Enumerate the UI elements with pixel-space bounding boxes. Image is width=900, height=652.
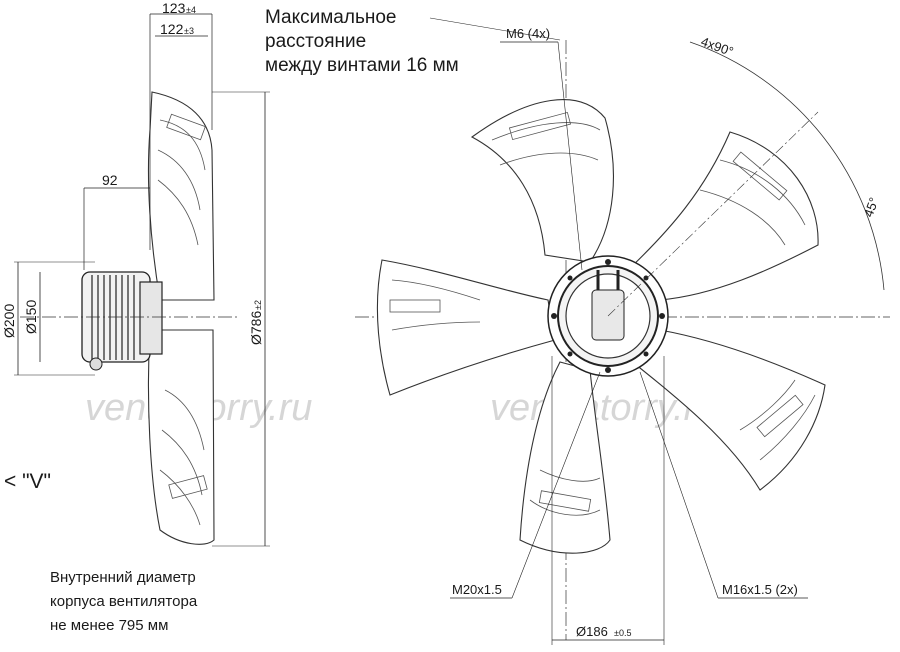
callout-m6: M6 (4x) <box>506 26 550 41</box>
note-inner-line-3: не менее 795 мм <box>50 617 169 634</box>
hub-ribs <box>596 270 620 290</box>
mounting-holes <box>551 259 665 373</box>
blade-left <box>376 259 556 396</box>
angle-45: 45° <box>861 195 882 219</box>
cable-gland <box>89 357 103 371</box>
note-max-line-1: Максимальное <box>265 7 397 28</box>
dim-122: 122 <box>160 21 184 37</box>
dim-122-tol: ±3 <box>184 26 194 36</box>
dim-d200: Ø200 <box>1 304 17 338</box>
note-max-distance: Максимальное расстояние между винтами 16… <box>265 6 505 78</box>
callout-m20: M20x1.5 <box>452 582 502 597</box>
dim-92: 92 <box>102 172 118 188</box>
note-inner-line-1: Внутренний диаметр <box>50 569 196 586</box>
angle-arc <box>689 41 885 291</box>
note-max-line-2: расстояние <box>265 31 367 52</box>
blade-top <box>470 99 614 263</box>
terminal-box <box>591 289 625 341</box>
note-max-line-3: между винтами 16 мм <box>265 55 459 76</box>
callout-m16: M16x1.5 (2x) <box>722 582 798 597</box>
fan-blades <box>376 99 826 554</box>
dim-123-tol: ±4 <box>186 5 196 15</box>
dim-123: 123 <box>162 0 186 16</box>
blade-upper-right <box>627 131 819 301</box>
dim-d186: Ø186 <box>576 624 608 639</box>
dim-d150: Ø150 <box>23 300 39 334</box>
note-inner-diameter: Внутренний диаметр корпуса вентилятора н… <box>50 566 250 638</box>
view-label: < "V" <box>4 470 52 493</box>
dim-d186-tol: ±0.5 <box>614 628 631 638</box>
blade-details <box>389 111 816 516</box>
note-inner-line-2: корпуса вентилятора <box>50 593 198 610</box>
dim-d786-tol: ±2 <box>253 300 263 310</box>
motor-fins <box>91 275 135 360</box>
side-blade-bottom <box>147 329 215 545</box>
angle-4x90: 4x90° <box>699 34 736 60</box>
blade-lower-right <box>629 329 826 491</box>
dim-d786: Ø786 <box>248 311 264 345</box>
rotor-flange <box>139 281 163 355</box>
blade-lower-left <box>519 361 611 554</box>
